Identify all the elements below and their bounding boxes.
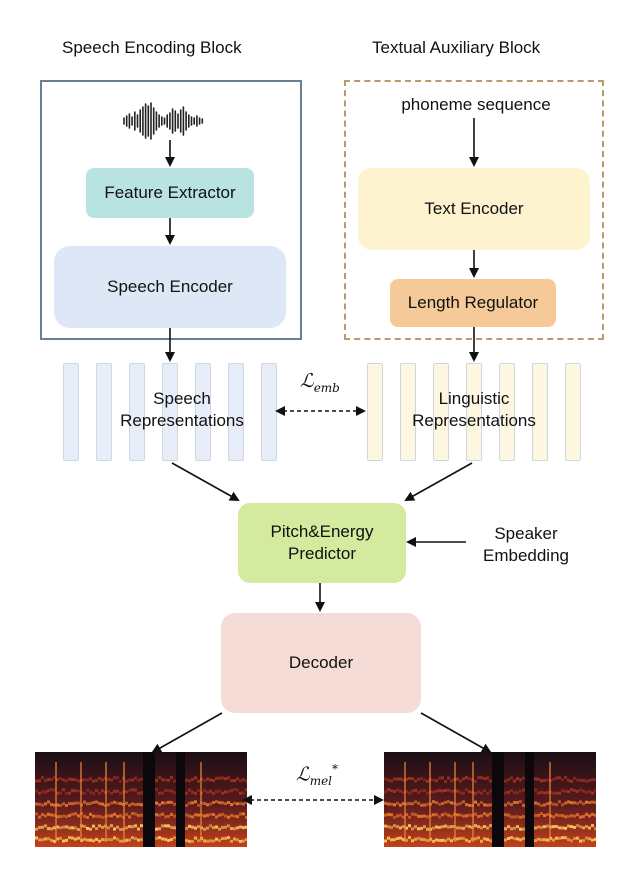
predictor-line2: Predictor — [287, 544, 357, 563]
length-regulator-label: Length Regulator — [407, 293, 539, 312]
speech-representation-bar — [162, 363, 178, 461]
pitch-energy-predictor-box: Pitch&Energy Predictor — [238, 503, 406, 583]
linguistic-representation-bar — [499, 363, 515, 461]
speaker-embedding-line1: Speaker — [494, 524, 558, 543]
arrow-linguistic-rep-to-predictor — [404, 462, 473, 501]
linguistic-representations-line1: Linguistic — [438, 389, 510, 408]
phoneme-sequence-label: phoneme sequence — [401, 95, 551, 114]
embedding-loss-label: ℒemb — [300, 370, 340, 395]
speech-representation-bar — [63, 363, 79, 461]
arrow-decoder-to-left-spectrogram — [151, 712, 223, 753]
speech-representation-bar — [195, 363, 211, 461]
embedding-loss-subscript: emb — [313, 380, 340, 395]
predictor-line1: Pitch&Energy — [270, 522, 374, 541]
mel-loss-subscript: mel — [309, 774, 333, 789]
target-mel-spectrogram — [384, 752, 596, 847]
linguistic-representation-bar — [367, 363, 383, 461]
speech-encoding-block-title: Speech Encoding Block — [62, 38, 242, 57]
embedding-loss-symbol: ℒ — [300, 370, 314, 392]
speech-representation-bar — [228, 363, 244, 461]
speaker-embedding-line2: Embedding — [482, 546, 569, 565]
linguistic-representation-bar — [400, 363, 416, 461]
speech-representations-label: Speech Representations — [92, 388, 272, 432]
speech-encoder-box: Speech Encoder — [54, 246, 286, 328]
linguistic-representations-line2: Representations — [412, 411, 536, 430]
speech-representations-line2: Representations — [120, 411, 244, 430]
linguistic-representation-bar — [433, 363, 449, 461]
feature-extractor-label: Feature Extractor — [104, 183, 236, 202]
linguistic-representation-bar — [466, 363, 482, 461]
linguistic-representations-label: Linguistic Representations — [384, 388, 564, 432]
speech-encoding-block — [40, 80, 302, 340]
predicted-mel-spectrogram — [35, 752, 247, 847]
speaker-embedding-label: Speaker Embedding — [466, 523, 586, 567]
decoder-label: Decoder — [288, 653, 354, 672]
speech-encoder-label: Speech Encoder — [107, 277, 233, 296]
text-encoder-label: Text Encoder — [424, 199, 524, 218]
decoder-box: Decoder — [221, 613, 421, 713]
speech-representations-line1: Speech — [153, 389, 211, 408]
arrow-speech-rep-to-predictor — [171, 462, 240, 501]
textual-auxiliary-block-title: Textual Auxiliary Block — [372, 38, 541, 57]
linguistic-representation-bar — [532, 363, 548, 461]
mel-loss-superscript: * — [332, 762, 339, 776]
mel-loss-symbol: ℒ — [296, 763, 310, 786]
mel-loss-label: ℒmel* — [296, 762, 338, 788]
text-encoder-box: Text Encoder — [358, 168, 590, 250]
length-regulator-box: Length Regulator — [390, 279, 556, 327]
speech-representation-bar — [129, 363, 145, 461]
feature-extractor-box: Feature Extractor — [86, 168, 254, 218]
speech-representation-bar — [96, 363, 112, 461]
linguistic-representation-bar — [565, 363, 581, 461]
arrow-decoder-to-right-spectrogram — [420, 712, 492, 753]
